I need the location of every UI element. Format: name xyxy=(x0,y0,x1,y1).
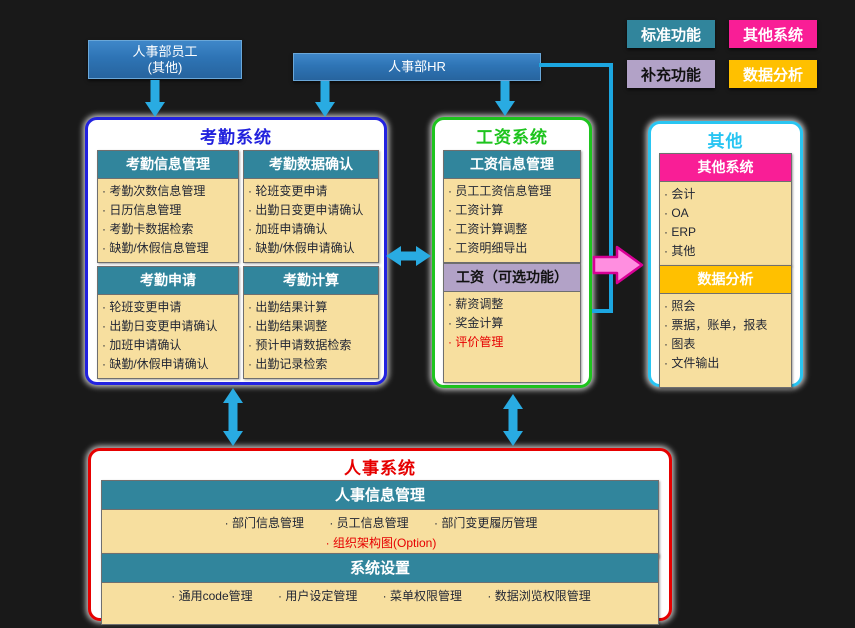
module-header: 考勤信息管理 xyxy=(98,151,238,179)
module-header: 人事信息管理 xyxy=(102,481,658,510)
feature-item: 缺勤/休假信息管理 xyxy=(102,239,236,258)
other-title: 其他 xyxy=(707,132,744,151)
feature-item: 预计申请数据检索 xyxy=(248,336,376,355)
arrow-hr-to-attendance xyxy=(315,81,335,117)
feature-item: 加班申请确认 xyxy=(248,220,376,239)
arrow-hr-to-payroll xyxy=(495,81,515,116)
actor-hr-box: 人事部HR xyxy=(293,53,541,81)
feature-item: 部门变更履历管理 xyxy=(434,513,537,533)
module-payroll-optional: 工资（可选功能） 薪资调整 奖金计算 评价管理 xyxy=(443,263,581,383)
module-body: 员工工资信息管理 工资计算 工资计算调整 工资明细导出 xyxy=(444,179,580,262)
module-header: 系统设置 xyxy=(102,554,658,583)
feature-item: ERP xyxy=(664,223,789,242)
feature-item: 员工工资信息管理 xyxy=(448,182,578,201)
panel-personnel-system: 人事系统 人事信息管理 部门信息管理 员工信息管理 部门变更履历管理 组织架构图… xyxy=(88,448,672,625)
feature-item: 数据浏览权限管理 xyxy=(487,586,591,606)
arrow-attendance-payroll-bidirectional xyxy=(386,246,431,266)
feature-item: 会计 xyxy=(664,185,789,204)
feature-item: 出勤结果计算 xyxy=(248,298,376,317)
feature-item-highlighted: 评价管理 xyxy=(448,333,578,352)
module-body: 通用code管理 用户设定管理 菜单权限管理 数据浏览权限管理 xyxy=(102,583,658,624)
feature-item: OA xyxy=(664,204,789,223)
feature-item: 图表 xyxy=(664,335,789,354)
module-body: 出勤结果计算 出勤结果调整 预计申请数据检索 出勤记录检索 xyxy=(244,295,378,378)
feature-item: 轮班变更申请 xyxy=(248,182,376,201)
feature-item: 员工信息管理 xyxy=(329,513,409,533)
arrow-attendance-personnel-bidirectional xyxy=(223,388,243,446)
module-header: 其他系统 xyxy=(660,154,791,182)
panel-payroll-system: 工资系统 工资信息管理 员工工资信息管理 工资计算 工资计算调整 工资明细导出 … xyxy=(432,117,592,388)
feature-item-highlighted: 组织架构图(Option) xyxy=(326,533,436,553)
actor-hr-employee-line2: (其他) xyxy=(147,59,183,75)
attendance-system-title: 考勤系统 xyxy=(200,128,272,147)
settings-row: 通用code管理 用户设定管理 菜单权限管理 数据浏览权限管理 xyxy=(106,586,656,606)
feature-item: 通用code管理 xyxy=(171,586,253,606)
feature-item: 出勤结果调整 xyxy=(248,317,376,336)
feature-item: 票据，账单，报表 xyxy=(664,316,789,335)
legend-supplementary-functions: 补充功能 xyxy=(627,60,715,88)
feature-item: 考勤次数信息管理 xyxy=(102,182,236,201)
payroll-system-title: 工资系统 xyxy=(476,128,548,147)
feature-item: 工资计算调整 xyxy=(448,220,578,239)
module-body: 部门信息管理 员工信息管理 部门变更履历管理 组织架构图(Option) xyxy=(102,510,658,557)
actor-hr-label: 人事部HR xyxy=(388,59,446,74)
legend-standard-functions: 标准功能 xyxy=(627,20,715,48)
module-body: 照会 票据，账单，报表 图表 文件输出 xyxy=(660,294,791,387)
feature-item: 轮班变更申请 xyxy=(102,298,236,317)
feature-item: 用户设定管理 xyxy=(278,586,357,606)
module-body: 轮班变更申请 出勤日变更申请确认 加班申请确认 缺勤/休假申请确认 xyxy=(98,295,238,378)
feature-item: 工资计算 xyxy=(448,201,578,220)
module-header: 数据分析 xyxy=(660,266,791,294)
arrow-payroll-to-other xyxy=(592,245,644,285)
legend-data-analysis: 数据分析 xyxy=(729,60,817,88)
module-header: 工资（可选功能） xyxy=(444,264,580,292)
module-system-settings: 系统设置 通用code管理 用户设定管理 菜单权限管理 数据浏览权限管理 xyxy=(101,553,659,625)
actor-hr-employee-line1: 人事部员工 xyxy=(132,43,198,59)
module-other-systems: 其他系统 会计 OA ERP 其他 xyxy=(659,153,792,266)
feature-item: 菜单权限管理 xyxy=(383,586,462,606)
feature-item: 加班申请确认 xyxy=(102,336,236,355)
module-personnel-info-management: 人事信息管理 部门信息管理 员工信息管理 部门变更履历管理 组织架构图(Opti… xyxy=(101,480,659,558)
arrow-employee-to-attendance xyxy=(145,80,165,117)
actor-hr-employee-box: 人事部员工 (其他) xyxy=(88,40,242,79)
personnel-info-option-row: 组织架构图(Option) xyxy=(106,533,656,553)
feature-item: 部门信息管理 xyxy=(225,513,304,533)
legend-other-systems: 其他系统 xyxy=(729,20,817,48)
module-header: 考勤计算 xyxy=(244,267,378,295)
module-header: 考勤数据确认 xyxy=(244,151,378,179)
feature-item: 文件输出 xyxy=(664,354,789,373)
personnel-info-row: 部门信息管理 员工信息管理 部门变更履历管理 xyxy=(106,513,656,533)
feature-item: 其他 xyxy=(664,242,789,261)
module-attendance-application: 考勤申请 轮班变更申请 出勤日变更申请确认 加班申请确认 缺勤/休假申请确认 xyxy=(97,266,239,379)
feature-item: 缺勤/休假申请确认 xyxy=(102,355,236,374)
feature-item: 工资明细导出 xyxy=(448,239,578,258)
feature-item: 考勤卡数据检索 xyxy=(102,220,236,239)
module-attendance-info-management: 考勤信息管理 考勤次数信息管理 日历信息管理 考勤卡数据检索 缺勤/休假信息管理 xyxy=(97,150,239,263)
module-payroll-info-management: 工资信息管理 员工工资信息管理 工资计算 工资计算调整 工资明细导出 xyxy=(443,150,581,263)
personnel-system-title: 人事系统 xyxy=(344,459,416,478)
feature-item: 缺勤/休假申请确认 xyxy=(248,239,376,258)
module-body: 轮班变更申请 出勤日变更申请确认 加班申请确认 缺勤/休假申请确认 xyxy=(244,179,378,262)
feature-item: 奖金计算 xyxy=(448,314,578,333)
module-data-analysis: 数据分析 照会 票据，账单，报表 图表 文件输出 xyxy=(659,265,792,388)
module-header: 工资信息管理 xyxy=(444,151,580,179)
module-header: 考勤申请 xyxy=(98,267,238,295)
panel-attendance-system: 考勤系统 考勤信息管理 考勤次数信息管理 日历信息管理 考勤卡数据检索 缺勤/休… xyxy=(85,117,387,385)
module-attendance-calculation: 考勤计算 出勤结果计算 出勤结果调整 预计申请数据检索 出勤记录检索 xyxy=(243,266,379,379)
module-attendance-data-confirm: 考勤数据确认 轮班变更申请 出勤日变更申请确认 加班申请确认 缺勤/休假申请确认 xyxy=(243,150,379,263)
feature-item: 出勤日变更申请确认 xyxy=(102,317,236,336)
module-body: 薪资调整 奖金计算 评价管理 xyxy=(444,292,580,382)
feature-item: 日历信息管理 xyxy=(102,201,236,220)
module-body: 考勤次数信息管理 日历信息管理 考勤卡数据检索 缺勤/休假信息管理 xyxy=(98,179,238,262)
panel-other: 其他 其他系统 会计 OA ERP 其他 数据分析 照会 票据，账单，报表 图表… xyxy=(648,121,803,388)
feature-item: 出勤日变更申请确认 xyxy=(248,201,376,220)
feature-item: 照会 xyxy=(664,297,789,316)
feature-item: 薪资调整 xyxy=(448,295,578,314)
module-body: 会计 OA ERP 其他 xyxy=(660,182,791,265)
feature-item: 出勤记录检索 xyxy=(248,355,376,374)
arrow-payroll-personnel-bidirectional xyxy=(503,394,523,446)
